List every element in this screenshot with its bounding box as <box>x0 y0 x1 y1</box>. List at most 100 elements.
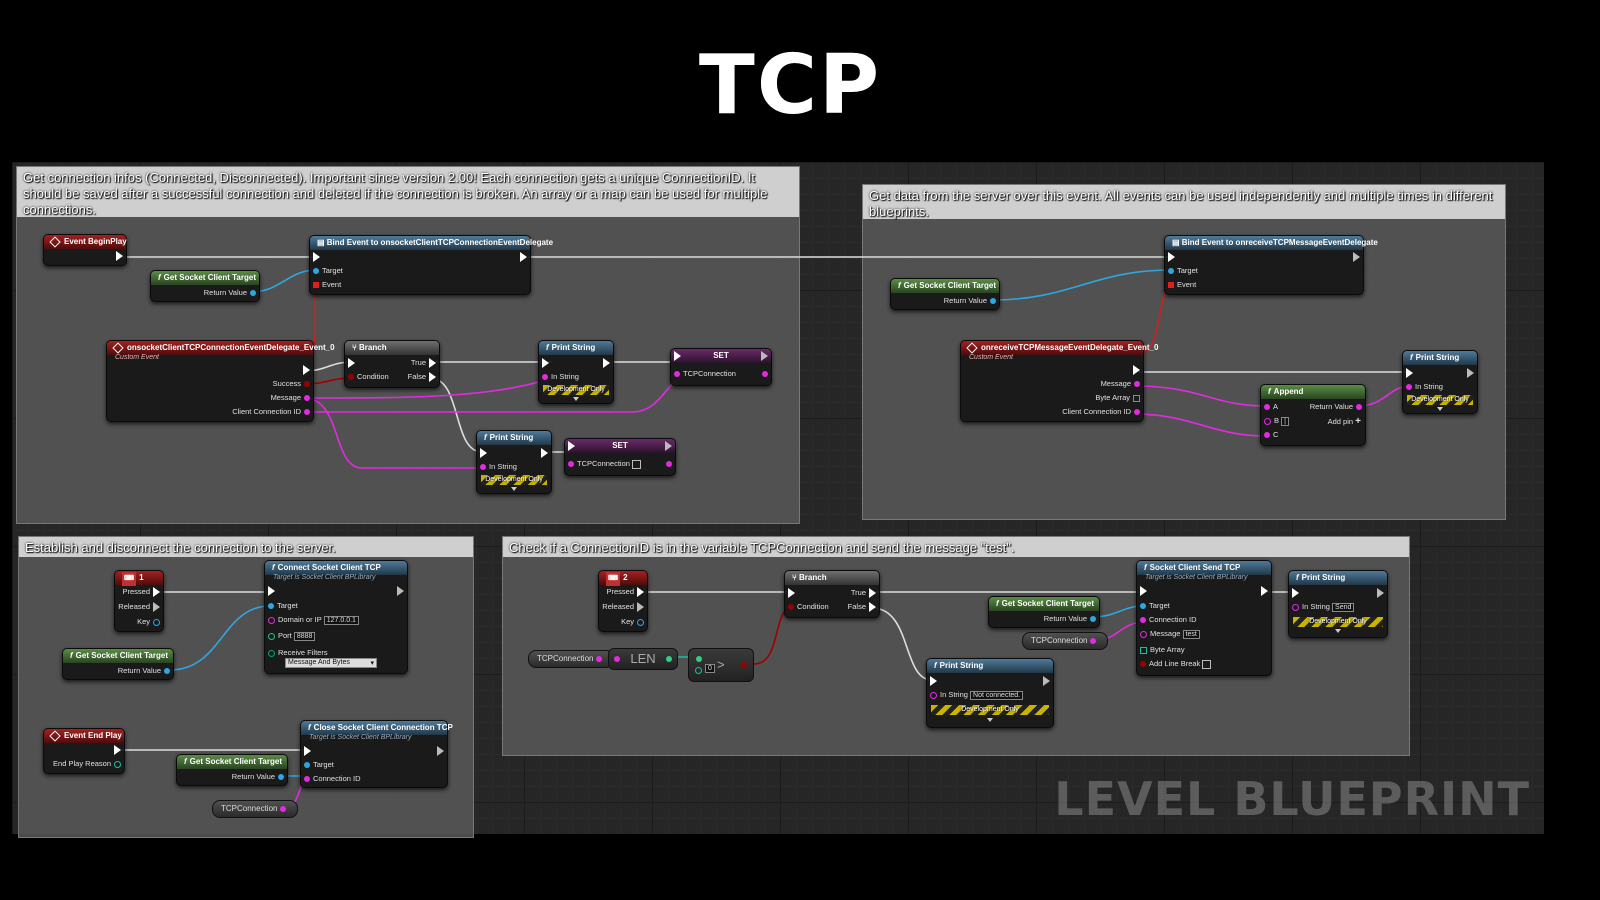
target-pin[interactable] <box>1168 268 1174 275</box>
set-tcpconnection-node-2[interactable]: SET TCPConnection <box>564 438 676 476</box>
blueprint-graph[interactable]: Get connection infos (Connected, Disconn… <box>12 162 1544 838</box>
pressed-exec-pin[interactable] <box>153 587 160 598</box>
string-out-pin[interactable] <box>1134 381 1140 388</box>
linebreak-pin[interactable] <box>1140 661 1146 668</box>
tcpconnection-variable-getter[interactable]: TCPConnection <box>212 800 299 818</box>
exec-in-pin[interactable] <box>304 746 311 757</box>
in-string-input[interactable]: Send <box>1332 602 1355 612</box>
exec-in-pin[interactable] <box>1292 588 1299 599</box>
event-beginplay-node[interactable]: Event BeginPlay <box>43 234 127 266</box>
port-pin[interactable] <box>268 632 275 640</box>
exec-out-pin[interactable] <box>116 251 123 262</box>
tcpconnection-variable-getter-3[interactable]: TCPConnection <box>1022 632 1109 650</box>
key-out-pin[interactable] <box>637 618 644 626</box>
bytearray-pin[interactable] <box>1140 646 1147 654</box>
target-pin[interactable] <box>1140 603 1146 610</box>
message-input[interactable]: test <box>1182 629 1200 639</box>
return-value-pin[interactable] <box>1356 404 1362 411</box>
string-out-pin[interactable] <box>1134 409 1140 416</box>
variable-out-pin[interactable] <box>280 805 287 812</box>
len-node[interactable]: LEN <box>608 648 678 670</box>
linebreak-checkbox[interactable] <box>1202 659 1212 669</box>
exec-out-pin[interactable] <box>520 252 527 263</box>
exec-out-pin[interactable] <box>1377 588 1384 599</box>
value-checkbox[interactable] <box>632 459 642 469</box>
exec-out-pin[interactable] <box>1133 365 1140 376</box>
in-string-pin[interactable] <box>542 374 548 381</box>
expand-arrow-icon[interactable] <box>987 718 993 722</box>
greater-than-node[interactable]: 0 > <box>688 648 754 682</box>
exec-out-pin[interactable] <box>761 351 768 362</box>
object-out-pin[interactable] <box>164 668 170 675</box>
exec-out-pin[interactable] <box>1261 586 1268 597</box>
false-exec-pin[interactable] <box>429 372 436 383</box>
tcpconnection-variable-getter-2[interactable]: TCPConnection <box>528 650 615 668</box>
exec-out-pin[interactable] <box>303 365 310 376</box>
exec-in-pin[interactable] <box>568 441 575 452</box>
in-string-pin[interactable] <box>1292 603 1299 611</box>
connection-id-pin[interactable] <box>304 776 310 783</box>
b-value-box[interactable]: | <box>1281 416 1289 426</box>
object-out-pin[interactable] <box>990 298 996 305</box>
exec-in-pin[interactable] <box>348 358 355 369</box>
filters-pin[interactable] <box>268 649 275 657</box>
bool-out-pin[interactable] <box>741 662 747 668</box>
value-in-pin[interactable] <box>568 461 574 468</box>
exec-in-pin[interactable] <box>930 676 937 687</box>
released-exec-pin[interactable] <box>637 602 644 613</box>
exec-in-pin[interactable] <box>542 358 549 369</box>
event-pin[interactable] <box>1168 282 1174 289</box>
message-pin[interactable] <box>1140 630 1147 638</box>
set-tcpconnection-node-1[interactable]: SET TCPConnection <box>670 348 772 386</box>
exec-in-pin[interactable] <box>1140 586 1147 597</box>
value-out-pin[interactable] <box>762 371 768 378</box>
exec-out-pin[interactable] <box>541 448 548 459</box>
exec-out-pin[interactable] <box>603 358 610 369</box>
key-out-pin[interactable] <box>153 618 160 626</box>
exec-in-pin[interactable] <box>788 588 795 599</box>
int-out-pin[interactable] <box>666 656 672 662</box>
false-exec-pin[interactable] <box>869 602 876 613</box>
exec-out-pin[interactable] <box>437 746 444 757</box>
exec-out-pin[interactable] <box>397 586 404 597</box>
receive-filters-dropdown[interactable]: Message And Bytes ▾ <box>285 658 377 669</box>
add-pin-icon[interactable]: + <box>1355 416 1361 427</box>
exec-out-pin[interactable] <box>114 745 121 756</box>
condition-pin[interactable] <box>788 604 794 611</box>
b-in-pin[interactable] <box>695 667 702 674</box>
branch-node-2[interactable]: ⑂ Branch Condition True False <box>784 570 880 618</box>
event-end-play-node[interactable]: Event End Play End Play Reason <box>43 728 125 774</box>
expand-arrow-icon[interactable] <box>511 487 517 491</box>
domain-pin[interactable] <box>268 616 275 624</box>
bind-event-connection-node[interactable]: ▤ Bind Event to onsocketClientTCPConnect… <box>309 235 553 295</box>
domain-input[interactable]: 127.0.0.1 <box>323 615 359 625</box>
exec-out-pin[interactable] <box>665 441 672 452</box>
object-out-pin[interactable] <box>250 290 256 297</box>
true-exec-pin[interactable] <box>869 588 876 599</box>
variable-out-pin[interactable] <box>596 655 603 662</box>
exec-in-pin[interactable] <box>313 252 320 263</box>
exec-out-pin[interactable] <box>1467 368 1474 379</box>
expand-arrow-icon[interactable] <box>573 397 579 401</box>
bytearray-out-pin[interactable] <box>1133 394 1140 402</box>
in-string-input[interactable]: Not connected. <box>970 690 1024 700</box>
exec-in-pin[interactable] <box>1406 368 1413 379</box>
b-pin[interactable] <box>1264 417 1271 425</box>
custom-event-connection-node[interactable]: onsocketClientTCPConnectionEventDelegate… <box>106 340 335 422</box>
variable-out-pin[interactable] <box>1090 637 1097 644</box>
condition-pin[interactable] <box>348 374 354 381</box>
string-out-pin[interactable] <box>304 409 310 416</box>
exec-in-pin[interactable] <box>674 351 681 362</box>
